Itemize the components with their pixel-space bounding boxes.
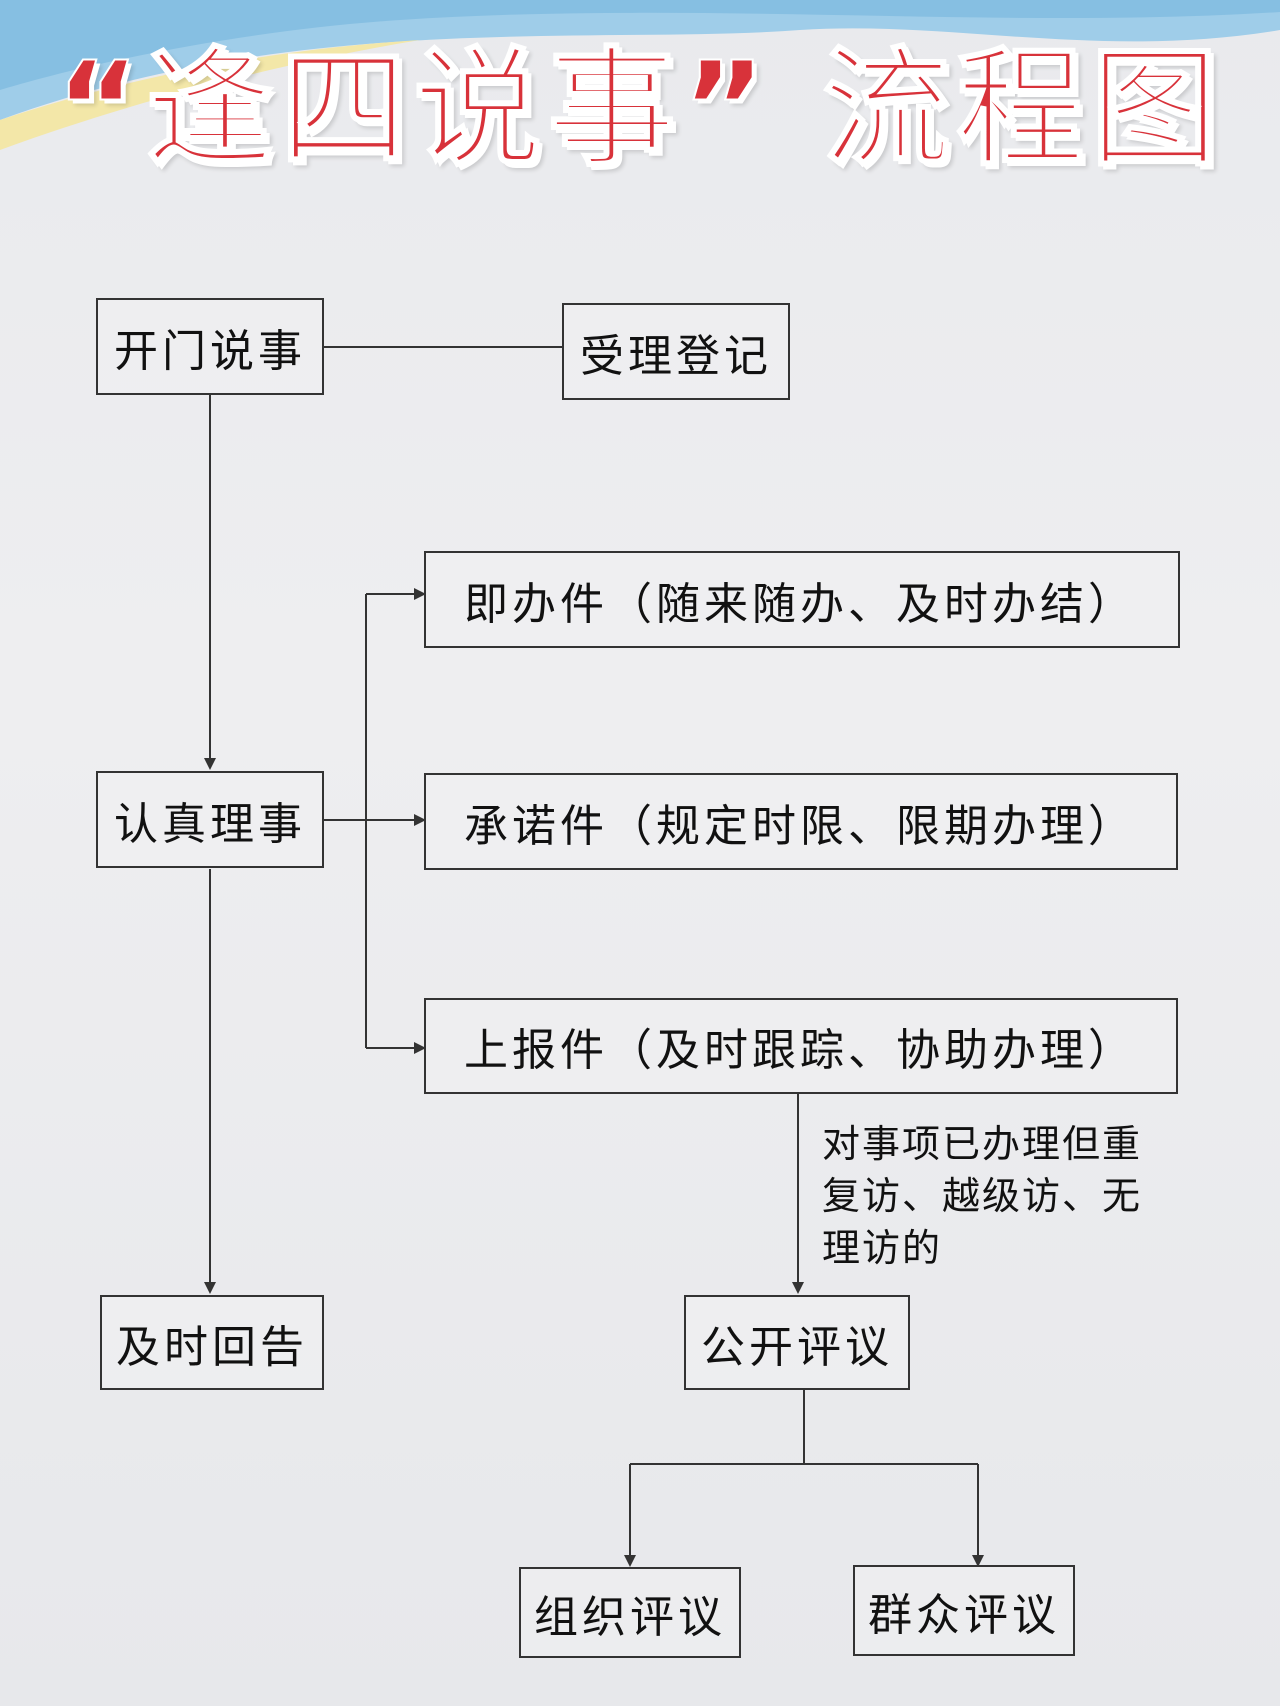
node-immediate-case: 即办件（随来随办、及时办结） [424,551,1180,648]
condition-note: 对事项已办理但重复访、越级访、无理访的 [822,1122,1143,1270]
node-public-review: 公开评议 [684,1295,910,1390]
node-handle-carefully: 认真理事 [96,771,324,868]
node-timely-feedback: 及时回告 [100,1295,324,1390]
node-commitment-case: 承诺件（规定时限、限期办理） [424,773,1178,870]
node-open-door-talk: 开门说事 [96,298,324,395]
page-title: “逢四说事” 流程图 [55,35,1225,184]
sky-wave-decoration [0,0,1280,150]
node-report-case: 上报件（及时跟踪、协助办理） [424,998,1178,1094]
node-organization-review: 组织评议 [519,1567,741,1658]
node-registration: 受理登记 [562,303,790,400]
node-mass-review: 群众评议 [853,1565,1075,1656]
